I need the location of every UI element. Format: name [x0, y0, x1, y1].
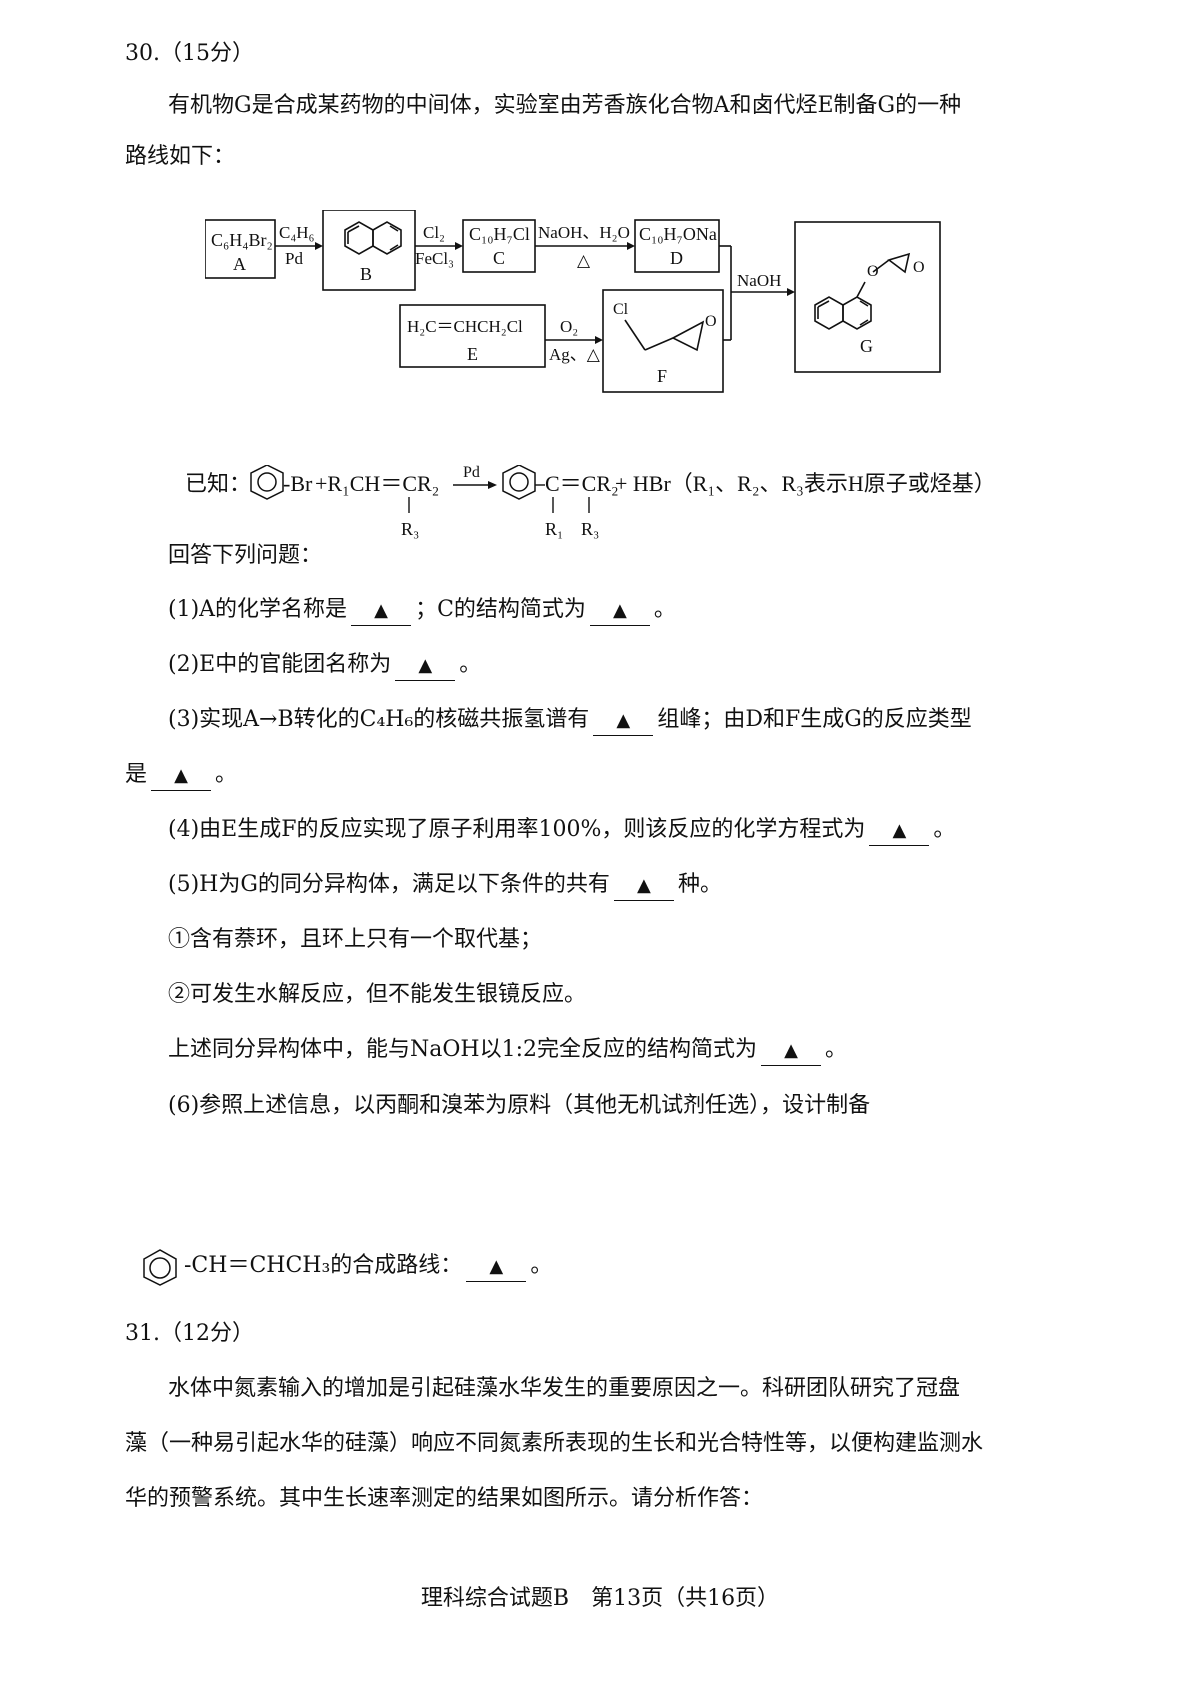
- benzene-ring-icon: [250, 465, 284, 500]
- part-5-followup: 上述同分异构体中，能与NaOH以1:2完全反应的结构简式为▲。: [168, 1036, 847, 1066]
- naphthalene-G-structure: [814, 252, 911, 330]
- reagent-NaOH: NaOH: [737, 271, 781, 290]
- box-E: [399, 304, 546, 368]
- question-30-heading: 30.（15分）: [125, 41, 254, 66]
- naphthalene-B-structure: [344, 221, 402, 255]
- known-prefix: 已知：: [185, 471, 251, 496]
- reagent-NaOH-H2O: NaOH、H₂O: [538, 223, 630, 242]
- box-A: [205, 219, 276, 279]
- reagent-Ag-heat: Ag、△: [549, 345, 601, 364]
- known-R3-right: R₃: [581, 519, 599, 539]
- q31-line1: 水体中氮素输入的增加是引起硅藻水华发生的重要原因之一。科研团队研究了冠盘: [168, 1376, 961, 1401]
- answer-blank[interactable]: ▲: [395, 651, 456, 681]
- G-label: G: [860, 336, 873, 356]
- reagent-FeCl3: FeCl₃: [415, 249, 454, 268]
- q31-line3: 华的预警系统。其中生长速率测定的结果如图所示。请分析作答：: [125, 1486, 764, 1511]
- q30-intro-line1: 有机物G是合成某药物的中间体，实验室由芳香族化合物A和卤代烃E制备G的一种: [168, 93, 962, 118]
- G-epoxide-O: O: [913, 259, 925, 276]
- reagent-Cl2: Cl₂: [423, 223, 445, 242]
- q30-intro-line2: 路线如下：: [125, 144, 236, 169]
- A-formula: C₆H₄Br₂: [211, 230, 273, 250]
- box-G: [794, 221, 941, 373]
- reagent-C4H6: C₄H₆: [279, 223, 315, 242]
- answer-blank[interactable]: ▲: [613, 871, 674, 901]
- reagent-Pd: Pd: [285, 249, 303, 268]
- part-6: (6)参照上述信息，以丙酮和溴苯为原料（其他无机试剂任选），设计制备: [168, 1093, 871, 1118]
- A-label: A: [233, 254, 246, 274]
- answer-heading: 回答下列问题：: [168, 543, 323, 568]
- answer-blank[interactable]: ▲: [869, 816, 930, 846]
- part-3: (3)实现A→B转化的C₄H₆的核磁共振氢谱有▲组峰；由D和F生成G的反应类型: [168, 706, 972, 736]
- known-Pd: Pd: [463, 465, 480, 481]
- B-label: B: [360, 264, 372, 284]
- E-label: E: [467, 344, 478, 364]
- G-ether-O: O: [867, 263, 879, 280]
- part-5: (5)H为G的同分异构体，满足以下条件的共有▲种。: [168, 871, 722, 901]
- known-reaction: 已知： -Br +R₁CH＝CR₂ R₃ Pd C＝CR₂ R₁ R₃ + HB…: [185, 465, 985, 539]
- box-F: [602, 289, 724, 393]
- q31-line2: 藻（一种易引起水华的硅藻）响应不同氮素所表现的生长和光合特性等，以便构建监测水: [125, 1431, 984, 1456]
- answer-blank[interactable]: ▲: [593, 706, 654, 736]
- known-R3-left: R₃: [401, 519, 419, 539]
- answer-blank[interactable]: ▲: [466, 1252, 527, 1282]
- F-epoxide-O: O: [705, 313, 717, 330]
- epichlorohydrin-F-structure: [624, 319, 705, 352]
- known-product-alkene: C＝CR₂: [545, 471, 619, 496]
- part-6-target: -CH＝CHCH₃的合成路线：▲。: [184, 1252, 552, 1282]
- part-4: (4)由E生成F的反应实现了原子利用率100%，则该反应的化学方程式为▲。: [168, 816, 955, 846]
- known-br: -Br: [283, 471, 313, 496]
- C-label: C: [493, 248, 505, 268]
- benzene-ring-icon: [143, 1249, 177, 1286]
- known-alkene: +R₁CH＝CR₂: [315, 471, 439, 496]
- D-label: D: [670, 248, 683, 268]
- condition-1: ①含有萘环，且环上只有一个取代基；: [168, 927, 543, 952]
- condition-2: ②可发生水解反应，但不能发生银镜反应。: [168, 982, 587, 1007]
- part-3-cont: 是▲。: [125, 761, 237, 791]
- synthesis-route-diagram: C₆H₄Br₂ A C₄H₆ Pd B Cl₂ FeCl₃ C₁₀H₇Cl C …: [205, 210, 941, 393]
- known-tail: + HBr（R₁、R₂、R₃表示H原子或烃基）: [615, 471, 985, 496]
- page-footer: 理科综合试题B 第13页（共16页）: [420, 1586, 780, 1611]
- part-2: (2)E中的官能团名称为▲。: [168, 651, 481, 681]
- answer-blank[interactable]: ▲: [589, 596, 650, 626]
- known-R1-right: R₁: [545, 519, 563, 539]
- answer-blank[interactable]: ▲: [151, 761, 212, 791]
- D-formula: C₁₀H₇ONa: [639, 224, 717, 244]
- reagent-O2: O₂: [560, 317, 578, 336]
- F-label: F: [657, 366, 667, 386]
- part-1: (1)A的化学名称是▲；C的结构简式为▲。: [168, 596, 676, 626]
- F-chlorine: Cl: [613, 301, 629, 318]
- reagent-heat: △: [577, 251, 591, 270]
- question-31-heading: 31.（12分）: [125, 1321, 254, 1346]
- box-B: [322, 210, 416, 291]
- E-formula: H₂C＝CHCH₂Cl: [407, 317, 523, 336]
- C-formula: C₁₀H₇Cl: [469, 224, 530, 244]
- answer-blank[interactable]: ▲: [351, 596, 412, 626]
- benzene-ring-icon: [502, 465, 536, 500]
- answer-blank[interactable]: ▲: [761, 1036, 821, 1066]
